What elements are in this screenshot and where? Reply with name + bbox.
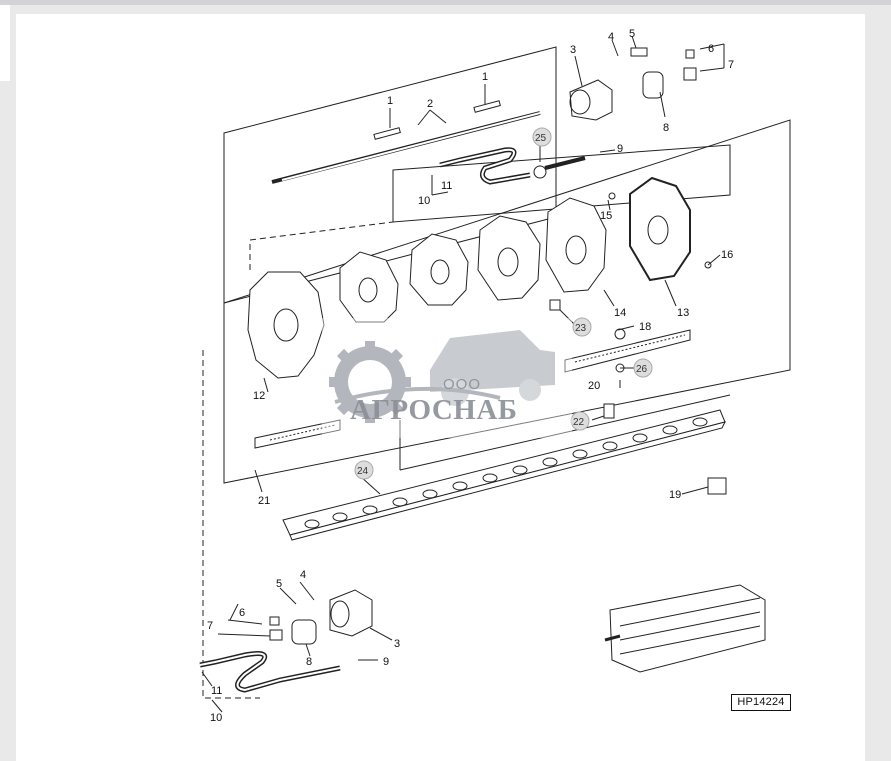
browser-top-bar — [0, 0, 891, 5]
callout-10-bottom: 10 — [210, 712, 222, 724]
lower-frame — [202, 350, 260, 699]
callout-1a: 1 — [387, 95, 393, 107]
callout-13: 13 — [677, 307, 689, 319]
callout-9-top: 9 — [617, 143, 623, 155]
callout-4-top: 4 — [608, 31, 614, 43]
callout-9-bottom: 9 — [383, 656, 389, 668]
shaft — [271, 100, 541, 184]
watermark-prefix: ООО — [443, 376, 482, 393]
callout-labels: 1 1 2 3 4 5 6 7 8 9 10 11 12 13 14 15 16… — [207, 28, 734, 724]
svg-text:24: 24 — [357, 466, 369, 477]
callout-8-bottom: 8 — [306, 656, 312, 668]
callout-11-top: 11 — [441, 180, 452, 192]
grate-holes — [304, 417, 708, 529]
circled-callout-26: 26 — [633, 358, 653, 378]
circled-callout-25: 25 — [532, 127, 552, 147]
leader-lines — [201, 35, 725, 713]
left-panel-edge — [0, 5, 10, 81]
callout-7-top: 7 — [728, 59, 734, 71]
clip-part — [707, 477, 727, 495]
assembled-rotor — [604, 584, 766, 673]
callout-15: 15 — [600, 210, 612, 222]
svg-text:23: 23 — [575, 323, 587, 334]
rotor-frame — [223, 119, 791, 484]
callout-5-bottom: 5 — [276, 578, 282, 590]
callout-1b: 1 — [482, 71, 488, 83]
circled-callout-24: 24 — [354, 460, 374, 480]
callout-7-bottom: 7 — [207, 620, 213, 632]
callout-16: 16 — [721, 249, 733, 261]
callout-12: 12 — [253, 390, 265, 402]
svg-text:26: 26 — [636, 364, 648, 375]
circled-callout-23: 23 — [572, 317, 592, 337]
callout-4-bottom: 4 — [300, 569, 306, 581]
callout-3-bottom: 3 — [394, 638, 400, 650]
hose-frame — [392, 144, 731, 223]
bolt-part — [603, 403, 615, 419]
lower-bearing-housing — [269, 589, 373, 645]
watermark-logo — [322, 318, 572, 438]
callout-5-top: 5 — [629, 28, 635, 40]
callout-20: 20 — [588, 380, 600, 392]
callout-8-top: 8 — [663, 122, 669, 134]
callout-14: 14 — [614, 307, 626, 319]
upper-hose — [439, 147, 586, 185]
callout-2: 2 — [427, 98, 433, 110]
diagram-reference-code: HP14224 — [731, 694, 791, 711]
callout-11-bottom: 11 — [211, 685, 222, 697]
upper-bearing-housing — [569, 47, 697, 121]
lower-hose — [199, 651, 341, 693]
svg-text:22: 22 — [573, 417, 585, 428]
callout-21: 21 — [258, 495, 270, 507]
callout-6-top: 6 — [708, 43, 714, 55]
callout-10-top: 10 — [418, 195, 430, 207]
circled-callout-22: 22 — [570, 411, 590, 431]
callout-3-top: 3 — [570, 44, 576, 56]
rotor-plates — [247, 176, 691, 379]
watermark-brand: АГРОСНАБ — [350, 394, 518, 426]
callout-6-bottom: 6 — [239, 607, 245, 619]
callout-18: 18 — [639, 321, 651, 333]
svg-text:25: 25 — [535, 133, 547, 144]
callout-19: 19 — [669, 489, 681, 501]
rasp-bars — [254, 329, 691, 449]
